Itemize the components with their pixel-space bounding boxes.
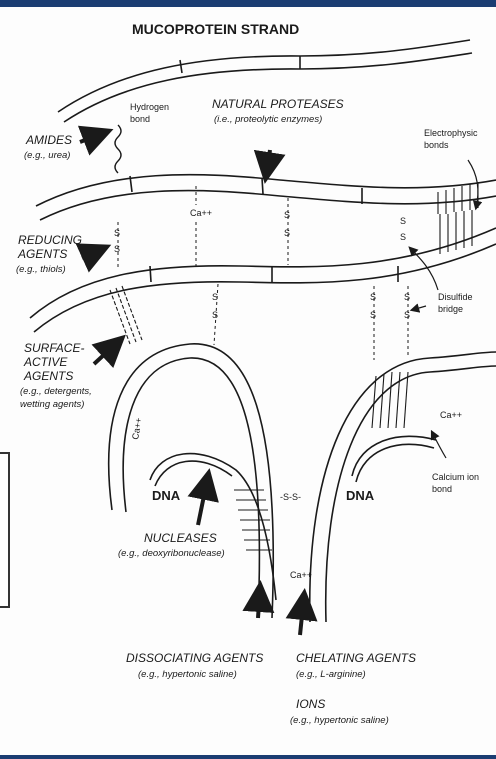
title: MUCOPROTEIN STRAND [132,21,299,37]
arrow-dissociating [258,588,260,618]
reducing-label-1: REDUCING [18,233,82,247]
arrow-nucleases [198,476,208,525]
arrow-amides [80,132,106,142]
s-atom: S [370,310,376,320]
s-atom: S [404,292,410,302]
ca-symbol: Ca++ [440,410,462,420]
chelating-label: CHELATING AGENTS [296,651,416,665]
s-atom: S [284,228,290,238]
s-atom: S [400,232,406,242]
reducing-sub: (e.g., thiols) [16,264,66,275]
amides-sub: (e.g., urea) [24,150,70,161]
nucleases-sub: (e.g., deoxyribonuclease) [118,548,225,559]
right-arch-strand [310,352,496,622]
strand-3 [30,228,496,332]
s-atom: S [212,292,218,302]
surface-label-1: SURFACE- [24,341,84,355]
arrow-surface [94,340,120,364]
calcium-label-1: Calcium ion [432,472,479,482]
surface-label-3: AGENTS [23,369,73,383]
s-atom: S [404,310,410,320]
strand-2 [36,175,496,220]
s-atom: S [370,292,376,302]
calcium-symbols: Ca++ Ca++ Ca++ Ca++ [130,208,462,580]
electrophysic-label-1: Electrophysic [424,128,478,138]
bond-connectors [118,186,408,360]
hydrogen-bond-label-1: Hydrogen [130,102,169,112]
sulfur-atoms: S S S S S S S S S S S S [114,210,410,320]
chelating-sub: (e.g., L-arginine) [296,669,366,680]
dissociating-hatches [234,490,272,550]
dna-left-label: DNA [152,488,181,503]
ca-symbol: Ca++ [190,208,212,218]
s-atom: S [400,216,406,226]
natural-proteases-sub: (i.e., proteolytic enzymes) [214,114,322,125]
dissociating-label: DISSOCIATING AGENTS [126,651,263,665]
hydrogen-bond-label-2: bond [130,114,150,124]
dissociating-sub: (e.g., hypertonic saline) [138,669,237,680]
reducing-label-2: AGENTS [17,247,67,261]
hydrogen-bond-squiggle [115,125,121,173]
bottom-accent-bar [0,755,496,759]
ions-sub: (e.g., hypertonic saline) [290,715,389,726]
left-arch-strand [109,344,274,618]
surface-sub-2: wetting agents) [20,399,84,410]
s-atom: S [114,244,120,254]
arrow-chelating [300,596,304,635]
amides-label: AMIDES [25,133,72,147]
arrow-reducing [82,248,104,258]
disulfide-label-2: bridge [438,304,463,314]
s-atom: S [114,228,120,238]
arrow-proteases [266,150,270,176]
ions-label: IONS [296,697,325,711]
surface-active-hatches [110,286,142,344]
s-atom: S [284,210,290,220]
natural-proteases-label: NATURAL PROTEASES [212,97,344,111]
surface-sub-1: (e.g., detergents, [20,386,92,397]
s-atom: S [212,310,218,320]
ca-symbol: Ca++ [130,417,144,440]
ss-bond-label: -S-S- [280,492,301,502]
electrophysic-label-2: bonds [424,140,449,150]
ca-symbol: Ca++ [290,570,312,580]
dna-right-label: DNA [346,488,375,503]
disulfide-label-1: Disulfide [438,292,473,302]
nucleases-label: NUCLEASES [144,531,217,545]
calcium-label-2: bond [432,484,452,494]
surface-label-2: ACTIVE [23,355,68,369]
